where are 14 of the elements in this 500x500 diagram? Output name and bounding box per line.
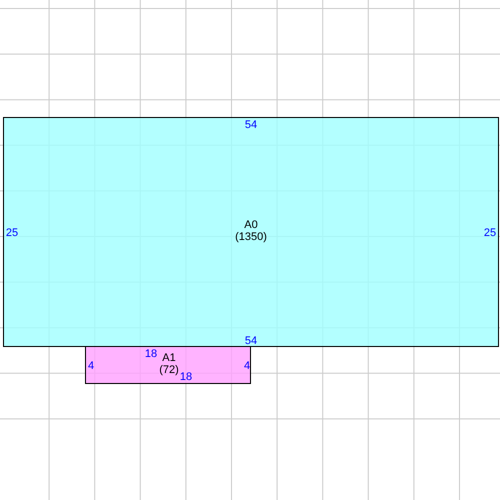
dimension-label: 18 — [180, 371, 192, 383]
area-value: (1350) — [235, 231, 267, 243]
area-rectangle — [3, 117, 499, 347]
dimension-label: 4 — [88, 360, 94, 372]
dimension-label: 54 — [244, 119, 258, 131]
dimension-label: 25 — [484, 227, 496, 239]
dimension-label: 25 — [6, 227, 18, 239]
dimension-label: 18 — [144, 348, 158, 360]
area-rectangle — [85, 346, 251, 384]
area-name: A0 — [244, 219, 258, 231]
area-value: (72) — [159, 364, 179, 376]
dimension-label: 54 — [244, 335, 258, 347]
dimension-label: 4 — [244, 360, 250, 372]
area-name: A1 — [162, 352, 176, 364]
